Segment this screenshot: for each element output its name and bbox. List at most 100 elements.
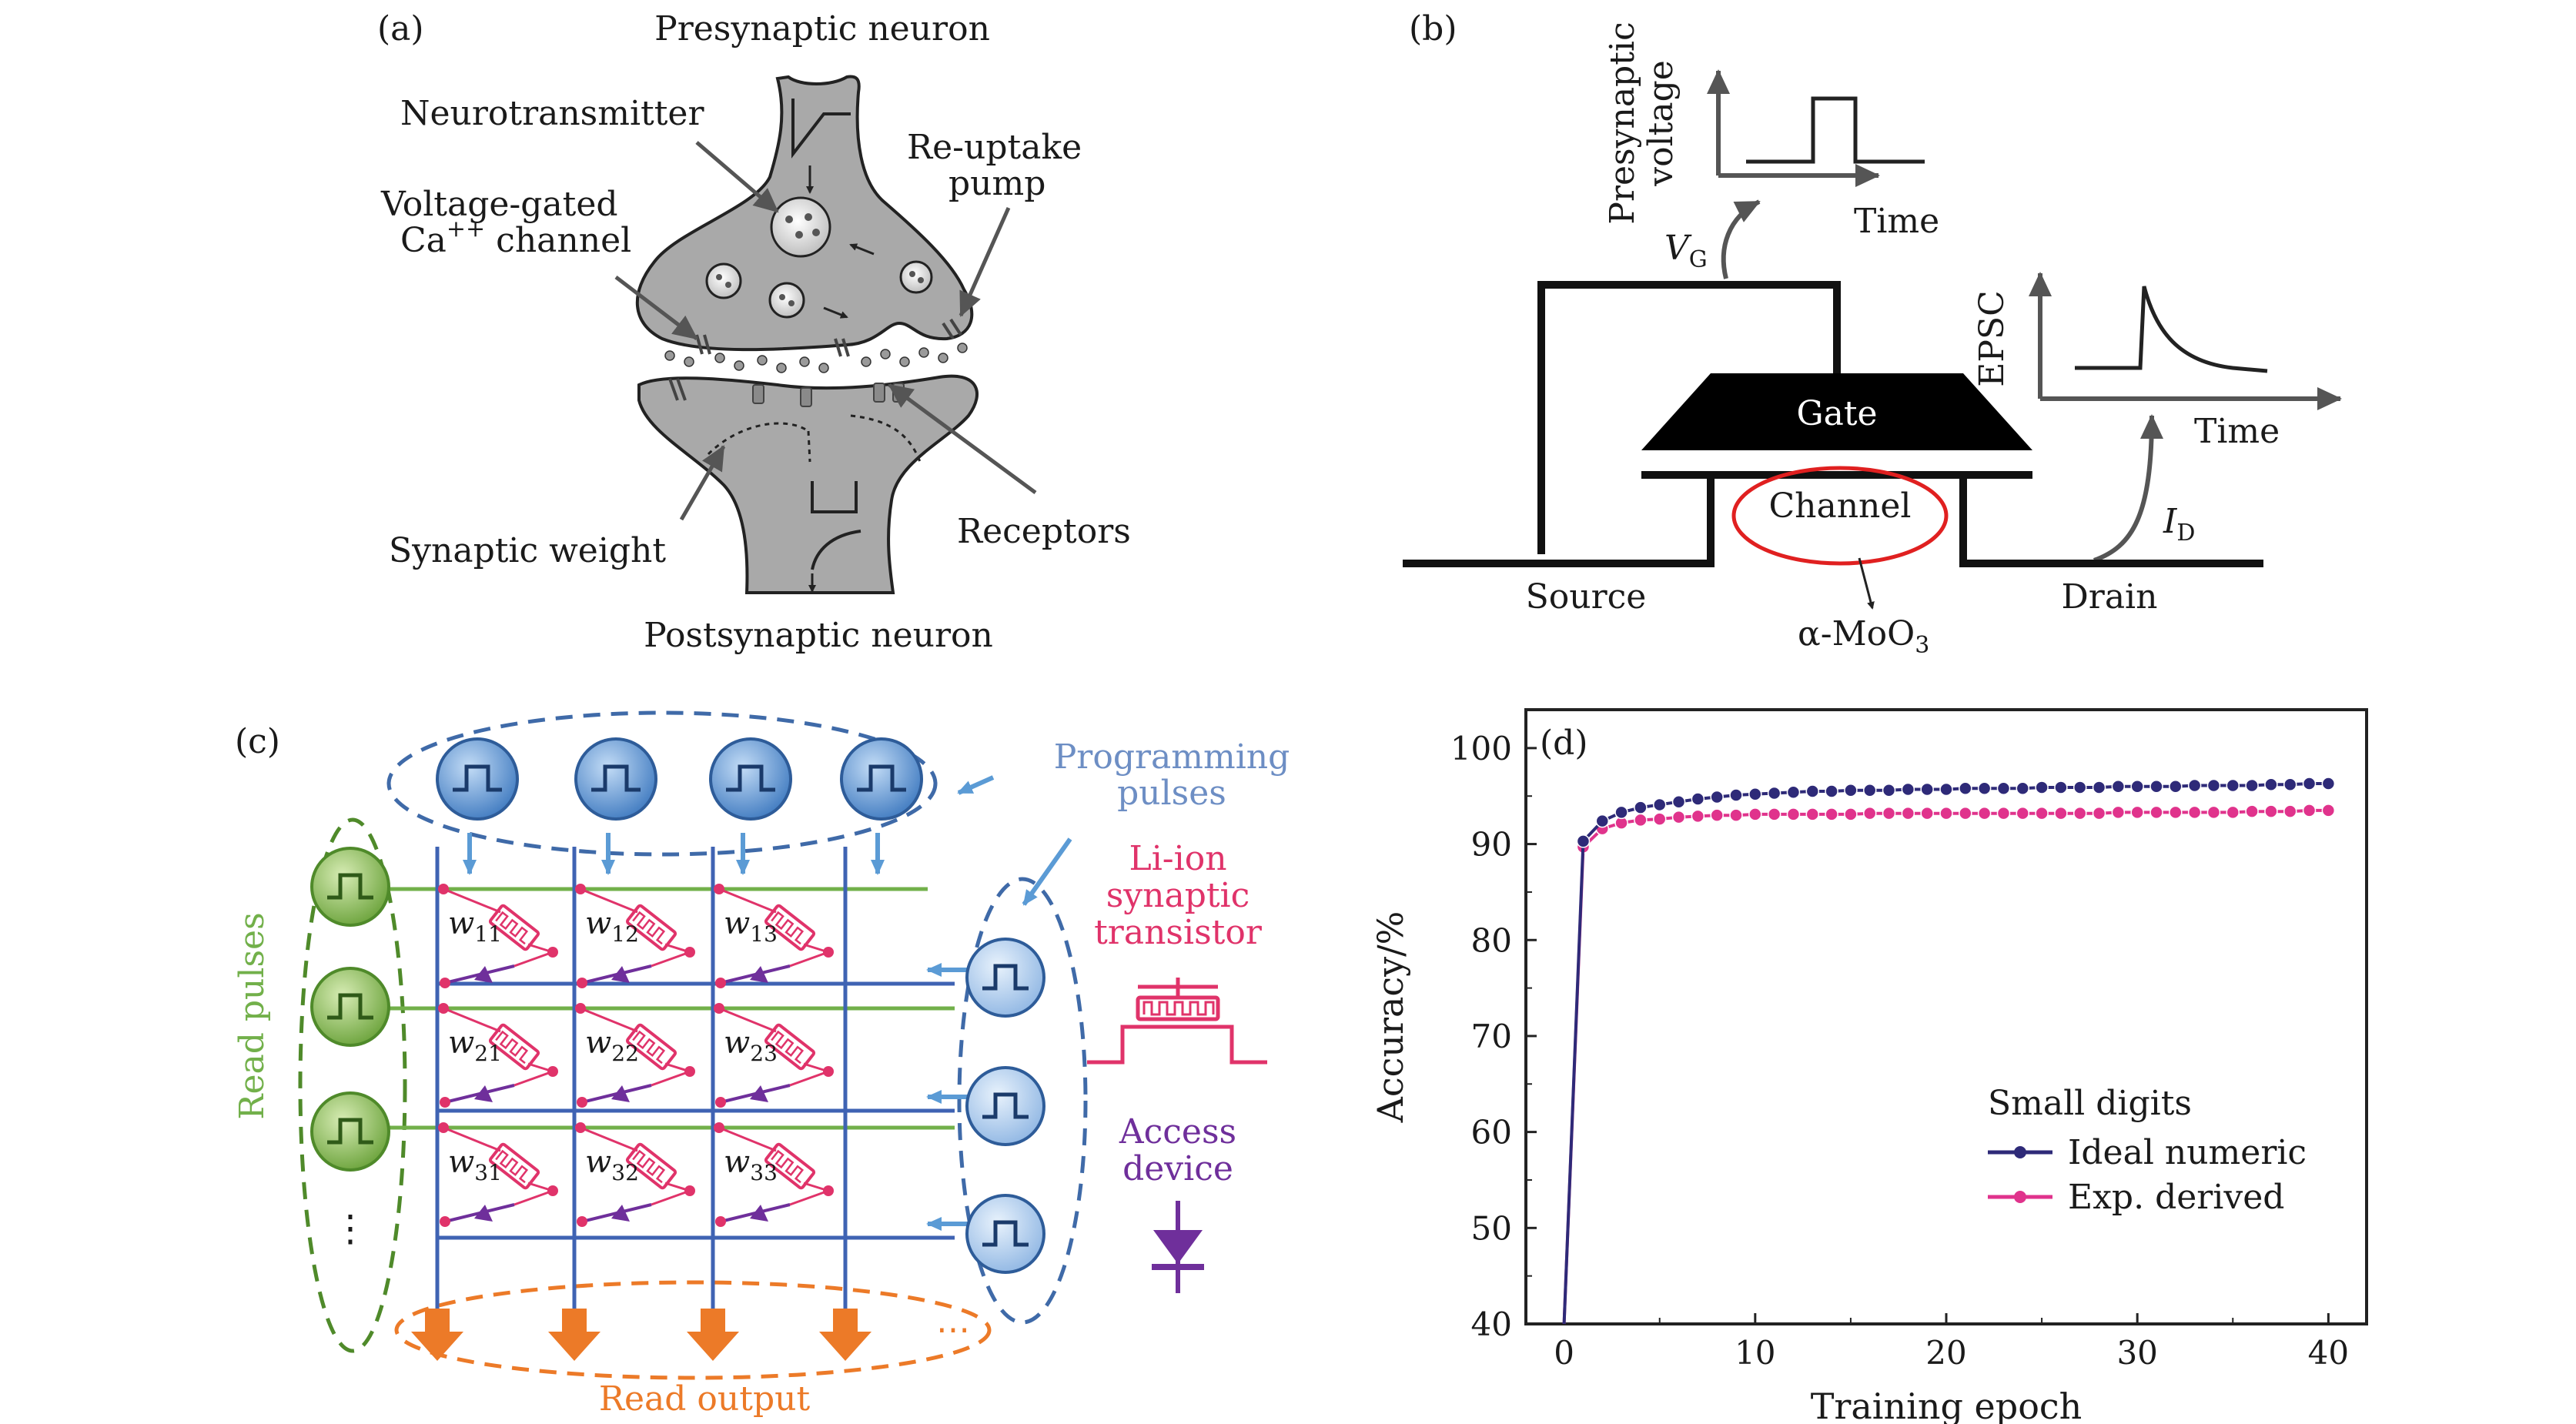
- flow-arrows: [808, 243, 875, 593]
- pre-time-label: Time: [1854, 202, 1939, 241]
- y-tick-label: 50: [1471, 1209, 1512, 1247]
- channel-label: Channel: [1768, 486, 1911, 526]
- data-point: [1767, 807, 1781, 821]
- data-point: [2264, 777, 2278, 792]
- gate-electrode: [1641, 373, 2032, 450]
- data-point: [1805, 784, 1820, 798]
- data-point: [1825, 784, 1838, 798]
- data-point: [2054, 806, 2068, 821]
- weight-label: w21: [448, 1025, 502, 1066]
- x-tick-label: 20: [1925, 1334, 1966, 1372]
- bit-lines: [435, 847, 848, 1309]
- reuptake-label-2: pump: [948, 164, 1045, 203]
- x-axis-label: Training epoch: [1811, 1386, 2083, 1424]
- data-point: [1576, 834, 1591, 848]
- liion-label-3: transistor: [1094, 913, 1263, 952]
- data-point: [1729, 808, 1743, 822]
- data-point: [2130, 780, 2144, 794]
- gate-label: Gate: [1796, 394, 1877, 433]
- data-point: [2283, 804, 2297, 818]
- x-tick-label: 0: [1554, 1334, 1574, 1372]
- synapse-cell: w22: [575, 1003, 695, 1108]
- data-point: [1614, 805, 1628, 820]
- gate-wire: [1537, 281, 1841, 554]
- data-point: [2035, 781, 2049, 794]
- legend-marker-ideal: [2014, 1146, 2026, 1158]
- data-point: [1652, 797, 1667, 812]
- programming-label-2: pulses: [1117, 774, 1226, 813]
- data-point: [1710, 790, 1724, 804]
- data-point: [2035, 806, 2049, 821]
- data-point: [1729, 788, 1743, 802]
- pre-pulse-trace: [1746, 96, 1925, 164]
- data-point: [2226, 778, 2240, 793]
- y-axis-label: Accuracy/%: [1370, 911, 1411, 1124]
- read-output-label: Read output: [599, 1379, 811, 1419]
- data-point: [1844, 807, 1858, 821]
- synapse-cell: w21: [438, 1003, 558, 1108]
- legend-label-exp: Exp. derived: [2068, 1178, 2284, 1217]
- x-tick-label: 40: [2308, 1334, 2349, 1372]
- data-point: [1786, 785, 1801, 799]
- synapse-cell: w32: [575, 1122, 695, 1227]
- data-point: [2092, 806, 2106, 821]
- read-output-group-outline: [394, 1280, 992, 1380]
- panel-b: (b) Presynaptic voltage Time VG EPSC Tim…: [1403, 9, 2342, 659]
- access-label-1: Access: [1119, 1112, 1236, 1152]
- synapse-cell: w31: [438, 1122, 558, 1227]
- data-point: [1977, 806, 1992, 821]
- plot-frame: [1524, 708, 2368, 1325]
- row-program-group-outline: [957, 877, 1088, 1325]
- id-arrow: [2093, 414, 2163, 563]
- data-point: [1862, 783, 1877, 797]
- data-point: [1882, 783, 1896, 797]
- epsc-trace: [2075, 286, 2268, 373]
- data-point: [1901, 782, 1915, 797]
- data-point: [2149, 805, 2163, 820]
- weight-label: w22: [585, 1025, 639, 1066]
- legend-marker-exp: [2014, 1191, 2026, 1203]
- data-point: [2245, 804, 2259, 818]
- programming-group-outline: [386, 710, 938, 857]
- read-output-ellipsis: ⋯: [936, 1310, 970, 1349]
- x-tick-label: 10: [1735, 1334, 1775, 1372]
- legend-title: Small digits: [1988, 1084, 2192, 1123]
- synapse-cell: w12: [575, 884, 695, 988]
- y-tick-label: 40: [1471, 1305, 1512, 1343]
- source-drain-lines: [1403, 475, 2263, 567]
- data-point: [2302, 804, 2317, 817]
- drain-label: Drain: [2062, 577, 2158, 617]
- postsynaptic-spine: [637, 374, 979, 594]
- panel-c-tag: (c): [235, 722, 280, 761]
- liion-label-1: Li-ion: [1129, 839, 1226, 878]
- data-point: [2206, 778, 2221, 793]
- plot-series: [1562, 777, 2336, 1325]
- data-point: [2283, 777, 2297, 792]
- data-point: [2111, 805, 2126, 820]
- data-point: [2187, 778, 2202, 793]
- vgc-label-1: Voltage-gated: [380, 185, 618, 224]
- neurotransmitter-label: Neurotransmitter: [400, 94, 704, 133]
- data-point: [1634, 801, 1648, 814]
- data-point: [1862, 806, 1877, 821]
- source-lines: [437, 981, 955, 1240]
- data-point: [2226, 805, 2240, 820]
- weight-label: w11: [448, 906, 502, 947]
- data-point: [2302, 777, 2317, 791]
- y-tick-label: 60: [1471, 1114, 1512, 1152]
- data-point: [1767, 786, 1781, 801]
- data-point: [1671, 794, 1686, 809]
- neurotransmitter-dots: [664, 343, 968, 373]
- data-point: [1959, 806, 1972, 821]
- id-label: ID: [2163, 502, 2195, 547]
- data-point: [2321, 777, 2336, 791]
- y-tick-label: 100: [1450, 730, 1512, 767]
- data-point: [2016, 781, 2030, 795]
- data-point: [1996, 781, 2011, 795]
- vg-arrow: [1721, 199, 1761, 279]
- presynaptic-neuron-title: Presynaptic neuron: [654, 9, 990, 48]
- read-output-arrows: [411, 1309, 871, 1361]
- epsc-time-label: Time: [2194, 412, 2280, 451]
